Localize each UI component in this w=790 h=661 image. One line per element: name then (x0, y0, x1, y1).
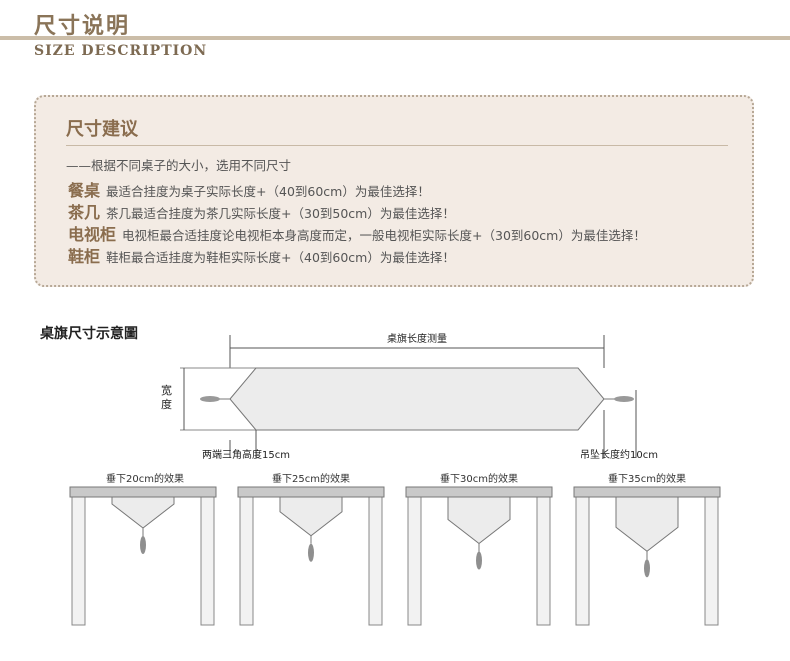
advice-item-text: 电视柜最合适挂度论电视柜本身高度而定，一般电视柜实际长度+（30到60cm）为最… (122, 228, 646, 243)
width-label-top: 宽 (161, 384, 172, 397)
header-divider (0, 36, 790, 40)
table-top (237, 486, 385, 498)
table-leg (200, 496, 215, 626)
table-leg (407, 496, 422, 626)
advice-lead: ——根据不同桌子的大小，选用不同尺寸 (66, 158, 292, 173)
drop-caption-30: 垂下30cm的效果 (440, 474, 518, 485)
length-label: 桌旗长度测量 (387, 334, 447, 345)
tassel-icon (476, 551, 482, 570)
drop-caption-35: 垂下35cm的效果 (608, 474, 686, 485)
table-runner-shape (229, 367, 605, 431)
diagram-title: 桌旗尺寸示意圖 (40, 326, 138, 342)
hanging-runner (615, 496, 679, 552)
advice-item-coffee-table: 茶几茶几最适合挂度为茶几实际长度+（30到50cm）为最佳选择！ (68, 199, 455, 223)
table-top (405, 486, 553, 498)
table-leg (239, 496, 254, 626)
hanging-runner (447, 496, 511, 545)
hanging-runner (111, 496, 175, 529)
table-leg (575, 496, 590, 626)
advice-item-tv-cabinet: 电视柜电视柜最合适挂度论电视柜本身高度而定，一般电视柜实际长度+（30到60cm… (68, 221, 646, 245)
advice-divider (66, 145, 728, 146)
triangle-height-label: 两端三角高度15cm (202, 450, 290, 461)
section-title: 尺寸说明 (34, 14, 131, 39)
drop-examples-group (69, 486, 721, 626)
advice-item-key: 电视柜 (68, 225, 117, 244)
tassel-left-icon (200, 396, 220, 402)
advice-item-key: 餐桌 (68, 181, 101, 200)
advice-item-dining-table: 餐桌最适合挂度为桌子实际长度+（40到60cm）为最佳选择！ (68, 177, 430, 201)
table-top (69, 486, 217, 498)
advice-item-shoe-cabinet: 鞋柜鞋柜最合适挂度为鞋柜实际长度+（40到60cm）为最佳选择！ (68, 243, 455, 267)
tassel-length-label: 吊坠长度约10cm (580, 450, 658, 461)
advice-item-key: 鞋柜 (68, 247, 101, 266)
table-leg (368, 496, 383, 626)
table-top (573, 486, 721, 498)
tassel-icon (140, 536, 146, 554)
tassel-right-icon (614, 396, 634, 402)
hanging-runner (279, 496, 343, 537)
advice-item-text: 茶几最适合挂度为茶几实际长度+（30到50cm）为最佳选择！ (106, 206, 455, 221)
advice-item-text: 鞋柜最合适挂度为鞋柜实际长度+（40到60cm）为最佳选择！ (106, 250, 455, 265)
drop-caption-20: 垂下20cm的效果 (106, 474, 184, 485)
table-leg (704, 496, 719, 626)
advice-item-key: 茶几 (68, 203, 101, 222)
advice-item-text: 最适合挂度为桌子实际长度+（40到60cm）为最佳选择！ (106, 184, 430, 199)
section-subtitle: SIZE DESCRIPTION (34, 43, 208, 59)
width-label-bottom: 度 (161, 398, 172, 411)
table-leg (71, 496, 86, 626)
table-leg (536, 496, 551, 626)
tassel-icon (308, 543, 314, 562)
size-advice-panel: 尺寸建议 ——根据不同桌子的大小，选用不同尺寸 餐桌最适合挂度为桌子实际长度+（… (34, 95, 754, 287)
tassel-icon (644, 559, 650, 578)
advice-title: 尺寸建议 (66, 119, 138, 140)
drop-caption-25: 垂下25cm的效果 (272, 474, 350, 485)
